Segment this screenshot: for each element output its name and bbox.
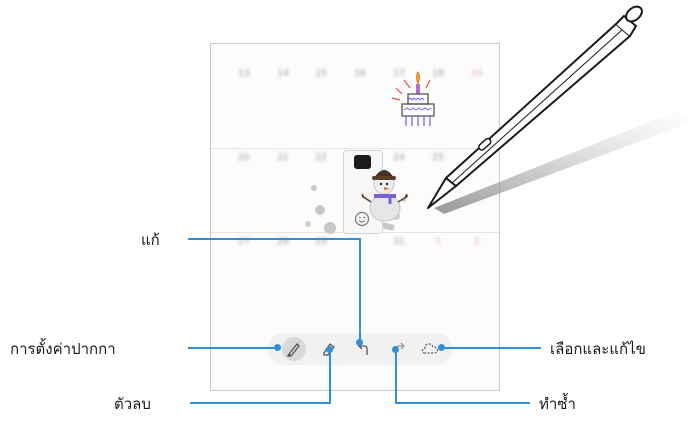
select-edit-label: เลือกและแก้ไข [550, 340, 646, 358]
calendar-date[interactable]: 20 [238, 153, 250, 163]
callout-line [395, 402, 530, 404]
callout-line [188, 347, 274, 349]
calendar-date[interactable]: 22 [315, 153, 327, 163]
calendar-date[interactable]: 13 [238, 69, 250, 79]
callout-line [359, 238, 361, 342]
callout-dot [326, 346, 333, 353]
callout-line [329, 350, 331, 404]
calendar-date[interactable]: 21 [277, 153, 289, 163]
lasso-select-button[interactable] [418, 337, 442, 361]
calendar-date[interactable]: 18 [432, 69, 444, 79]
calendar-date[interactable]: 24 [393, 153, 405, 163]
undo-label: แก้ [141, 231, 160, 249]
calendar-date[interactable]: 2 [474, 237, 480, 247]
calendar-date[interactable]: 1 [435, 237, 441, 247]
snowman-drawing [361, 170, 409, 222]
callout-dot [356, 339, 363, 346]
pen-style-card[interactable] [343, 150, 383, 234]
callout-line [395, 350, 397, 404]
calendar-divider [211, 148, 499, 149]
calendar-date[interactable]: 15 [315, 69, 327, 79]
calendar-date[interactable]: 28 [277, 237, 289, 247]
eraser-label: ตัวลบ [114, 395, 151, 413]
callout-dot [274, 344, 281, 351]
calendar-date[interactable]: 25 [432, 153, 444, 163]
pen-settings-label: การตั้งค่าปากกา [10, 340, 116, 358]
calendar-date[interactable]: 27 [238, 237, 250, 247]
pen-settings-button[interactable] [282, 337, 306, 361]
emoji-icon[interactable] [354, 211, 370, 227]
calendar-date[interactable]: 14 [277, 69, 289, 79]
stylus-pen [427, 5, 643, 209]
callout-line [190, 402, 331, 404]
callout-dot [392, 346, 399, 353]
callout-line [188, 238, 360, 240]
calendar-date[interactable]: 17 [393, 69, 405, 79]
color-swatch[interactable] [354, 155, 371, 169]
cake-drawing [391, 71, 435, 126]
callout-line [443, 347, 541, 349]
lasso-select-icon [421, 343, 439, 354]
calendar-date[interactable]: 19 [471, 69, 483, 79]
callout-dot [438, 344, 445, 351]
redo-label: ทำซ้ำ [539, 395, 576, 413]
stylus-shadow [434, 110, 692, 214]
calendar-date[interactable]: 31 [393, 237, 405, 247]
redo-button[interactable] [387, 337, 411, 361]
calendar-date[interactable]: 16 [354, 69, 366, 79]
pen-settings-icon [286, 343, 300, 357]
calendar-date[interactable]: 29 [315, 237, 327, 247]
